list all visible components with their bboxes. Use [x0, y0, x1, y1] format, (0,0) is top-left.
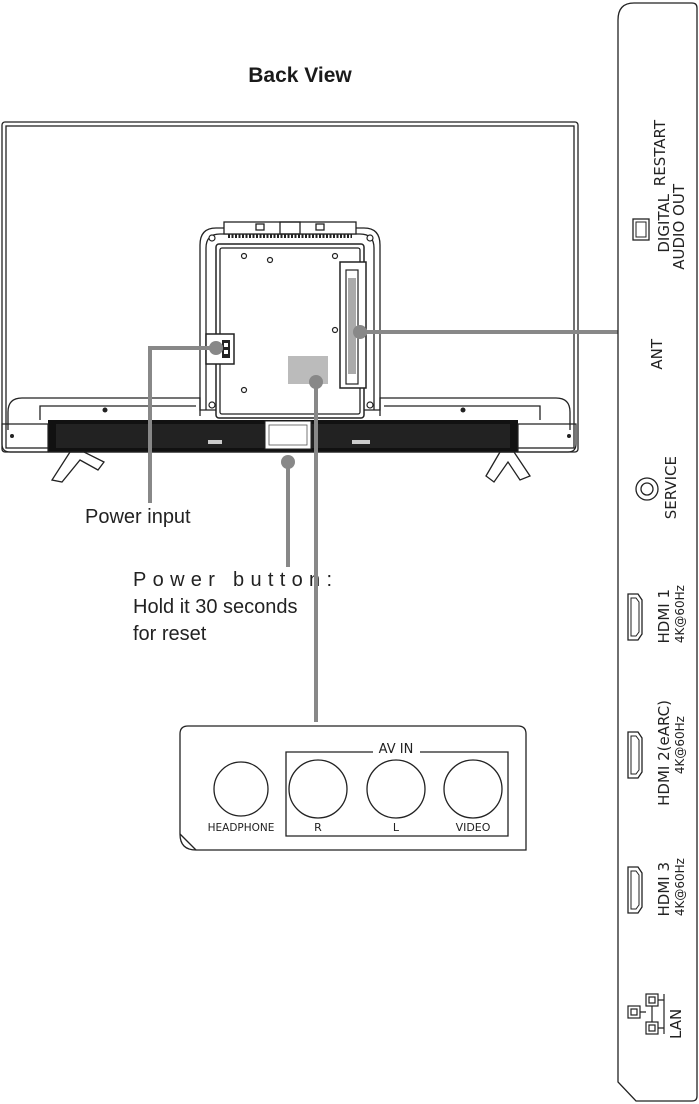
hdmi2-spec: 4K@60Hz — [673, 716, 687, 774]
av-in-label: AV IN — [379, 742, 414, 757]
audio-l-jack — [366, 759, 426, 819]
chassis-screws — [102, 407, 466, 413]
panel-side-ports — [339, 261, 367, 389]
digital-audio-label-1: DIGITAL — [655, 193, 673, 252]
digital-audio-port — [632, 218, 650, 241]
restart-label: RESTART — [651, 119, 669, 186]
power-button-note-2: for reset — [133, 623, 207, 645]
headphone-label: HEADPHONE — [208, 822, 275, 834]
hdmi3-port — [627, 866, 643, 914]
power-input-label: Power input — [85, 506, 191, 528]
video-label: VIDEO — [456, 821, 491, 834]
lan-label: LAN — [667, 1009, 685, 1039]
speaker-bar — [1, 420, 577, 453]
back-panel-screws — [208, 234, 374, 409]
hdmi1-label: HDMI 1 — [655, 589, 673, 644]
diagram-title: Back View — [248, 64, 352, 87]
service-port — [635, 477, 659, 501]
ant-label: ANT — [648, 338, 666, 369]
digital-audio-label-2: AUDIO OUT — [670, 183, 688, 270]
leader-dots — [209, 325, 367, 469]
power-input-callout: Power input — [85, 504, 191, 531]
power-button-label: Power button: — [133, 569, 339, 591]
tv-body — [1, 121, 579, 453]
side-port-panel: RESTART DIGITAL AUDIO OUT ANT SERVICE HD… — [617, 2, 698, 1102]
audio-r-label: R — [314, 821, 322, 834]
power-button-callout: Power button: Hold it 30 seconds for res… — [133, 567, 338, 648]
hdmi3-spec: 4K@60Hz — [673, 858, 687, 916]
av-in-panel: HEADPHONE AV IN R L VIDEO — [179, 725, 527, 851]
hdmi2-label: HDMI 2(eARC) — [655, 700, 673, 806]
headphone-jack — [213, 761, 269, 817]
hdmi1-spec: 4K@60Hz — [673, 585, 687, 643]
video-jack — [443, 759, 503, 819]
power-button-note-1: Hold it 30 seconds — [133, 596, 298, 618]
service-label: SERVICE — [662, 456, 680, 519]
stand-feet — [50, 451, 531, 483]
leader-lines — [148, 330, 618, 722]
audio-l-label: L — [393, 821, 400, 834]
hdmi2-port — [627, 731, 643, 779]
hdmi1-port — [627, 593, 643, 641]
lan-port — [627, 993, 665, 1035]
audio-r-jack — [288, 759, 348, 819]
hdmi3-label: HDMI 3 — [655, 862, 673, 917]
